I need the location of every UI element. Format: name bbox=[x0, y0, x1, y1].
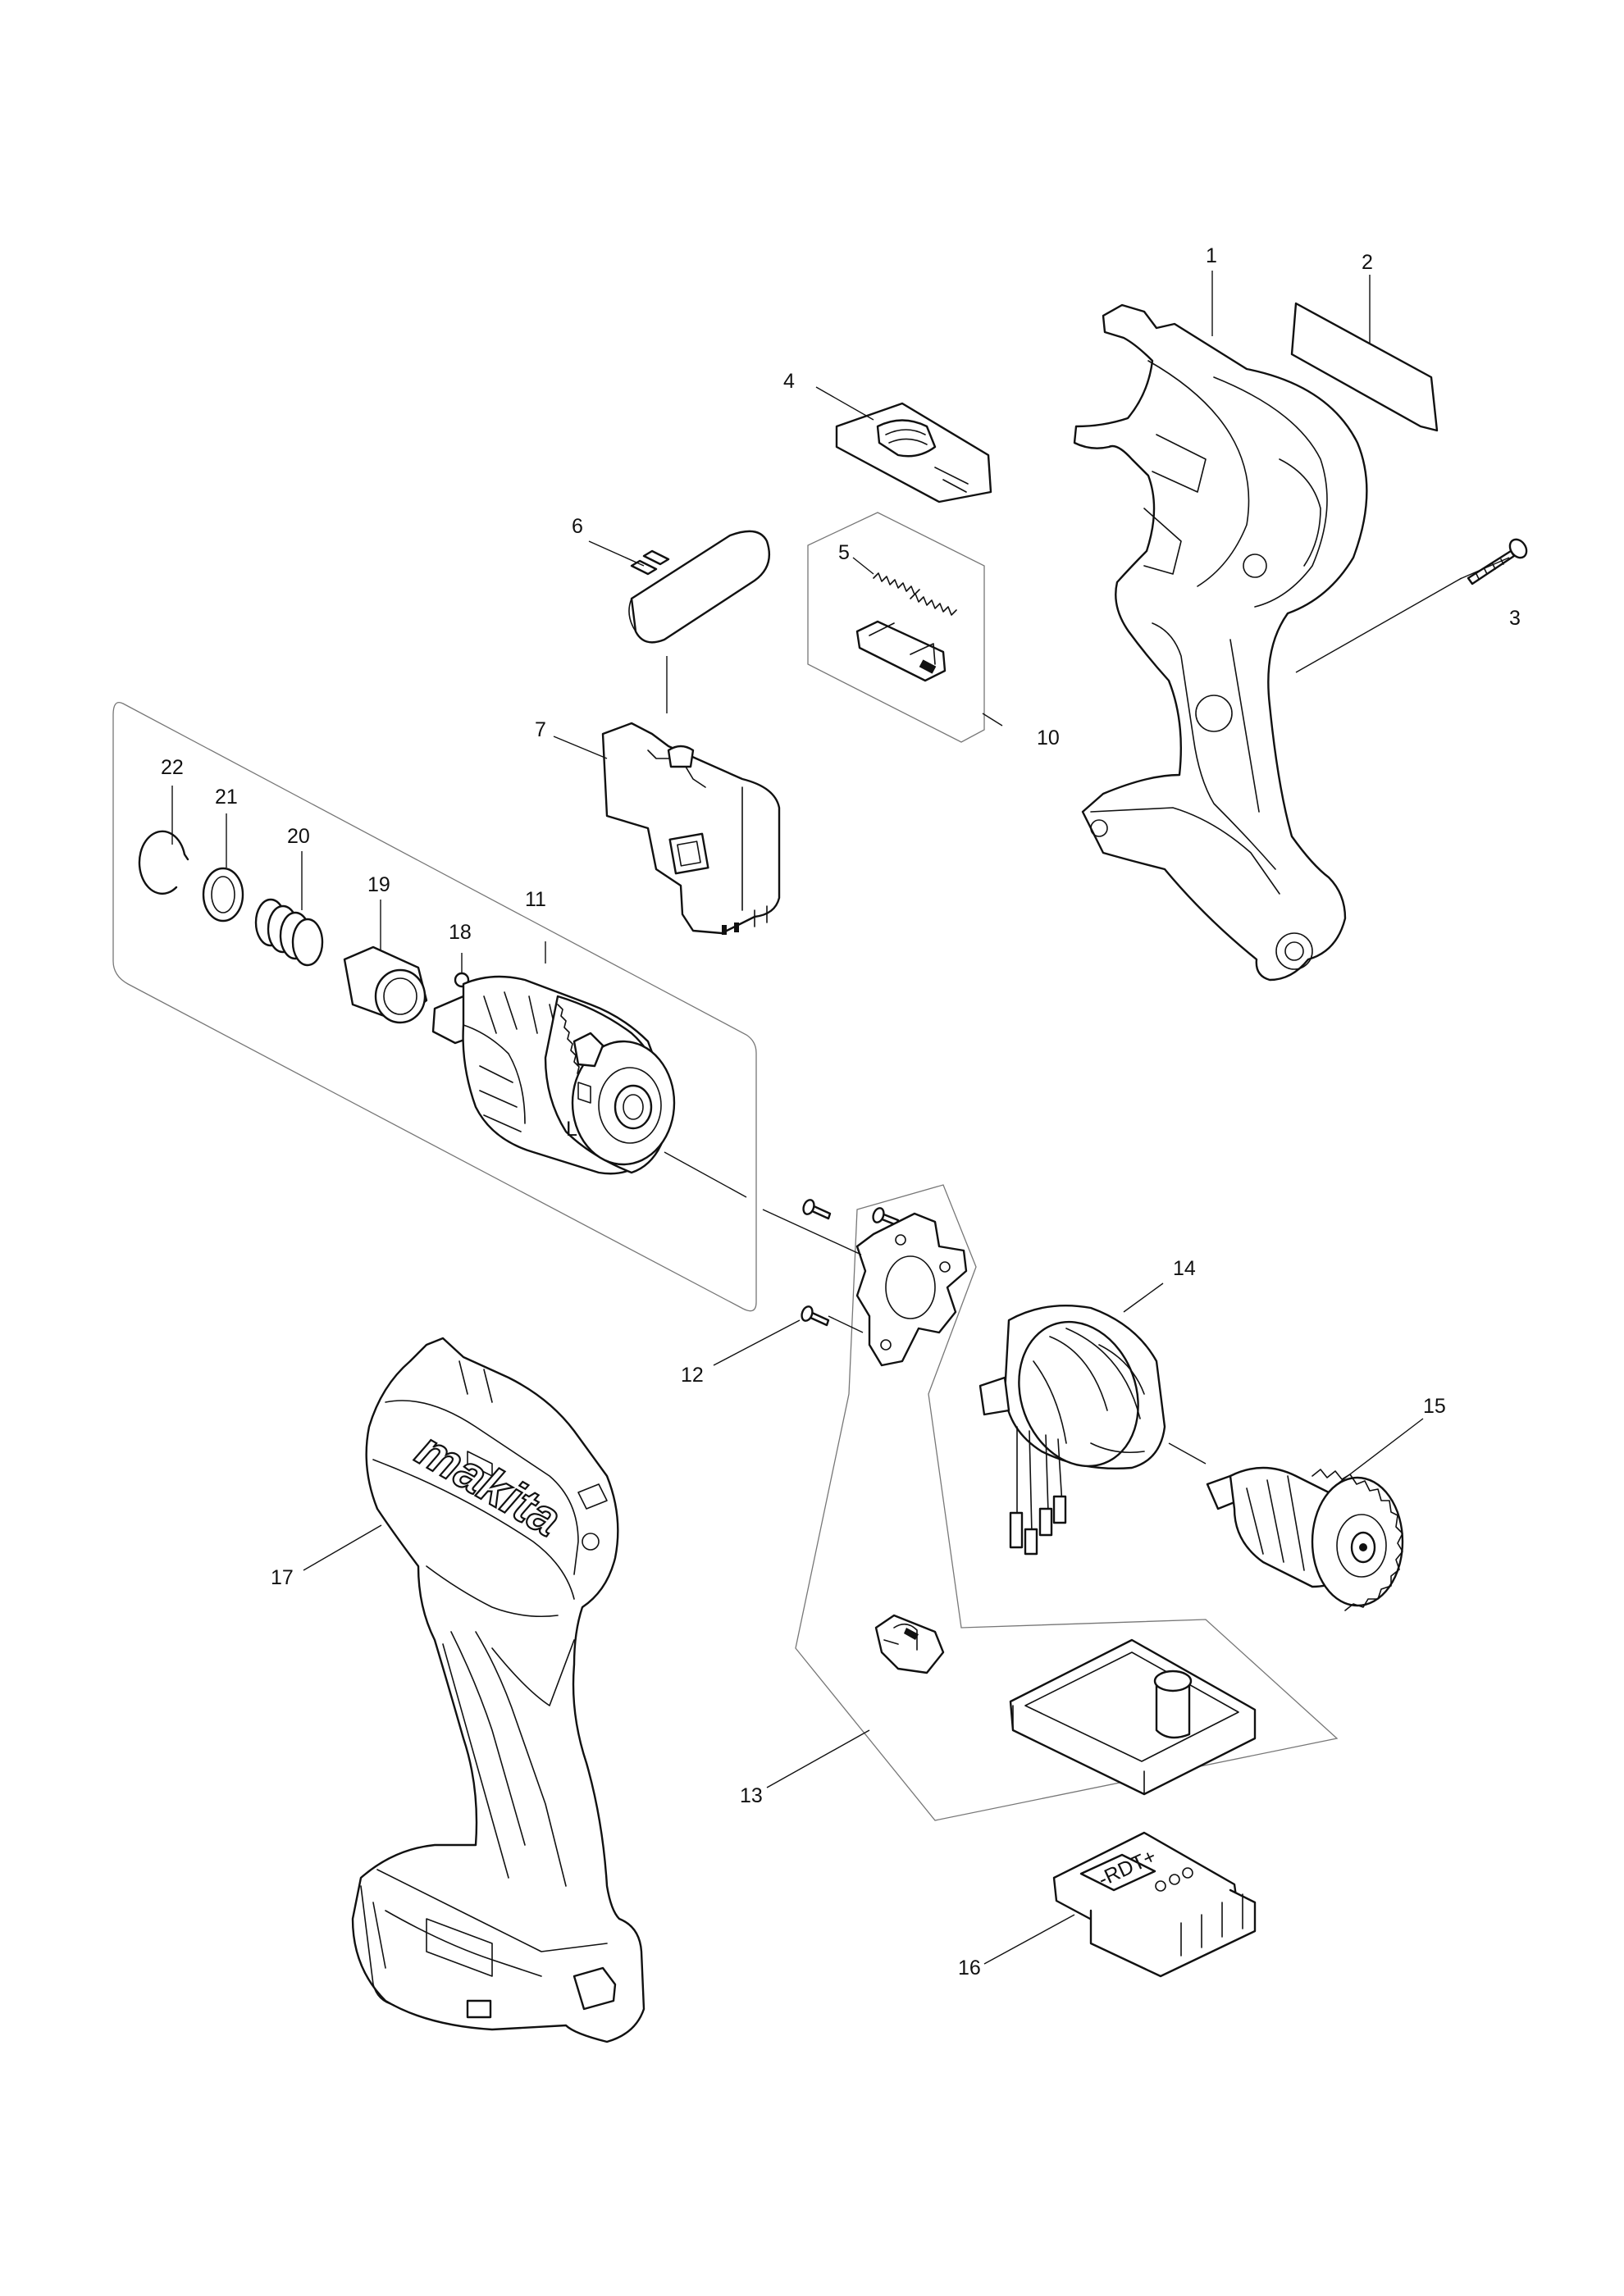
callout-14: 14 bbox=[1173, 1257, 1196, 1280]
callout-4: 4 bbox=[783, 370, 795, 393]
callout-5: 5 bbox=[838, 541, 850, 564]
callout-3: 3 bbox=[1509, 607, 1521, 630]
flat-washer bbox=[202, 867, 244, 922]
group-outline-10 bbox=[807, 512, 985, 743]
callout-15: 15 bbox=[1423, 1395, 1446, 1418]
gear-shift-mark: L bbox=[566, 1118, 577, 1141]
compression-spring bbox=[254, 898, 324, 967]
group-outline-13 bbox=[795, 1184, 1339, 1821]
switch bbox=[601, 722, 781, 935]
callout-7: 7 bbox=[535, 718, 546, 741]
callout-18: 18 bbox=[449, 921, 472, 944]
callout-21: 21 bbox=[215, 786, 238, 809]
rotor bbox=[1206, 1466, 1404, 1611]
callout-16: 16 bbox=[958, 1957, 981, 1979]
controller: -RDT+ bbox=[1052, 1831, 1257, 1978]
callout-10: 10 bbox=[1037, 727, 1060, 749]
controller-case bbox=[1009, 1638, 1257, 1796]
callout-20: 20 bbox=[287, 825, 310, 848]
callout-1: 1 bbox=[1206, 244, 1217, 267]
callout-2: 2 bbox=[1362, 251, 1373, 274]
retaining-ring bbox=[138, 830, 189, 895]
housing-assembly-left: makita bbox=[351, 1337, 645, 2043]
callout-13: 13 bbox=[740, 1784, 763, 1807]
change-lever bbox=[835, 402, 992, 503]
nameplate-label bbox=[1290, 302, 1439, 432]
sensor-plate bbox=[855, 1212, 968, 1367]
leader-lines bbox=[171, 271, 1510, 1965]
group-outline-11 bbox=[112, 701, 757, 1312]
cord-holder bbox=[874, 1614, 945, 1674]
lever-holder bbox=[855, 620, 947, 682]
callout-22: 22 bbox=[161, 756, 184, 779]
callout-19: 19 bbox=[367, 873, 390, 896]
callout-11: 11 bbox=[525, 888, 546, 911]
switch-trigger bbox=[628, 530, 771, 644]
callout-labels: 1 2 3 4 5 6 7 10 11 12 13 14 15 16 17 18… bbox=[161, 244, 1521, 1979]
stator-field bbox=[979, 1304, 1166, 1556]
callout-17: 17 bbox=[271, 1566, 294, 1589]
compression-springs bbox=[873, 572, 957, 616]
gear-assembly: L bbox=[431, 975, 676, 1175]
callout-6: 6 bbox=[572, 515, 583, 538]
housing-half-right bbox=[1073, 303, 1368, 982]
sleeve bbox=[343, 945, 428, 1024]
pan-head-screws bbox=[801, 1199, 900, 1327]
callout-12: 12 bbox=[681, 1364, 704, 1387]
tapping-screw bbox=[1467, 538, 1528, 585]
